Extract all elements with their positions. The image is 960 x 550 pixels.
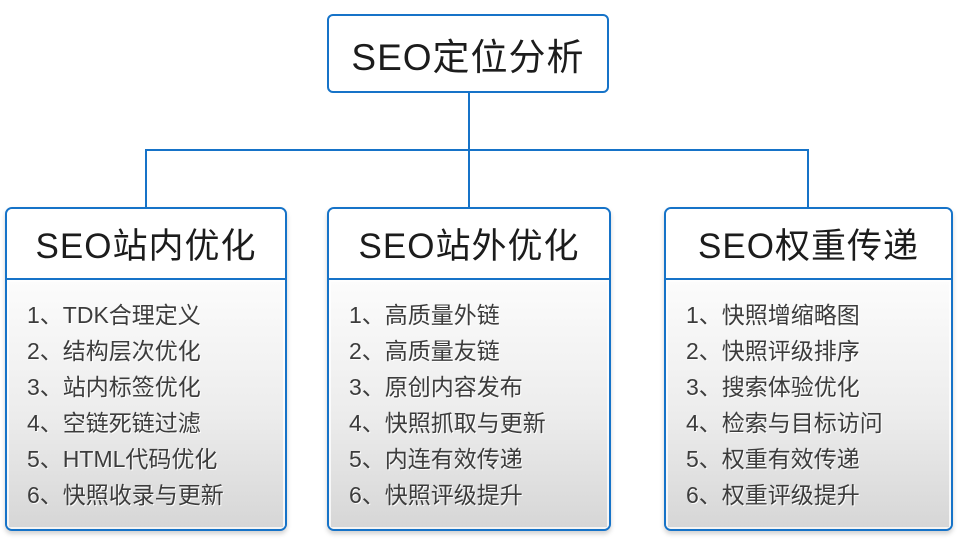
list-item: 6、权重评级提升 bbox=[686, 482, 860, 508]
branch-title: SEO站内优化 bbox=[35, 227, 257, 266]
list-item: 5、权重有效传递 bbox=[686, 446, 860, 472]
branch-card-header: SEO站外优化 bbox=[329, 209, 609, 280]
connector-drop-right bbox=[807, 149, 809, 207]
connector-root-stub bbox=[468, 92, 470, 149]
list-item: 6、快照收录与更新 bbox=[27, 482, 224, 508]
list-item: 3、站内标签优化 bbox=[27, 374, 201, 400]
branch-item-list: 1、高质量外链 2、高质量友链 3、原创内容发布 4、快照抓取与更新 5、内连有… bbox=[329, 280, 609, 529]
branch-item-list: 1、快照增缩略图 2、快照评级排序 3、搜索体验优化 4、检索与目标访问 5、权… bbox=[666, 280, 951, 529]
root-node-seo-positioning: SEO定位分析 bbox=[327, 14, 609, 93]
list-item: 4、快照抓取与更新 bbox=[349, 410, 546, 436]
branch-title: SEO站外优化 bbox=[358, 227, 580, 266]
connector-drop-left bbox=[145, 149, 147, 207]
branch-card-header: SEO站内优化 bbox=[7, 209, 285, 280]
list-item: 2、快照评级排序 bbox=[686, 338, 860, 364]
root-node-label: SEO定位分析 bbox=[351, 36, 585, 78]
connector-horizontal bbox=[145, 149, 809, 151]
list-item: 4、空链死链过滤 bbox=[27, 410, 201, 436]
connector-drop-middle bbox=[468, 149, 470, 207]
branch-card-weight-transfer: SEO权重传递 1、快照增缩略图 2、快照评级排序 3、搜索体验优化 4、检索与… bbox=[664, 207, 953, 531]
branch-item-list: 1、TDK合理定义 2、结构层次优化 3、站内标签优化 4、空链死链过滤 5、H… bbox=[7, 280, 285, 529]
list-item: 3、搜索体验优化 bbox=[686, 374, 860, 400]
branch-card-offsite: SEO站外优化 1、高质量外链 2、高质量友链 3、原创内容发布 4、快照抓取与… bbox=[327, 207, 611, 531]
list-item: 4、检索与目标访问 bbox=[686, 410, 883, 436]
list-item: 6、快照评级提升 bbox=[349, 482, 523, 508]
list-item: 1、高质量外链 bbox=[349, 302, 500, 328]
branch-card-header: SEO权重传递 bbox=[666, 209, 951, 280]
list-item: 5、HTML代码优化 bbox=[27, 446, 218, 472]
list-item: 2、高质量友链 bbox=[349, 338, 500, 364]
list-item: 3、原创内容发布 bbox=[349, 374, 523, 400]
list-item: 2、结构层次优化 bbox=[27, 338, 201, 364]
list-item: 1、TDK合理定义 bbox=[27, 302, 201, 328]
branch-card-onsite: SEO站内优化 1、TDK合理定义 2、结构层次优化 3、站内标签优化 4、空链… bbox=[5, 207, 287, 531]
list-item: 5、内连有效传递 bbox=[349, 446, 523, 472]
list-item: 1、快照增缩略图 bbox=[686, 302, 860, 328]
branch-title: SEO权重传递 bbox=[698, 227, 919, 266]
